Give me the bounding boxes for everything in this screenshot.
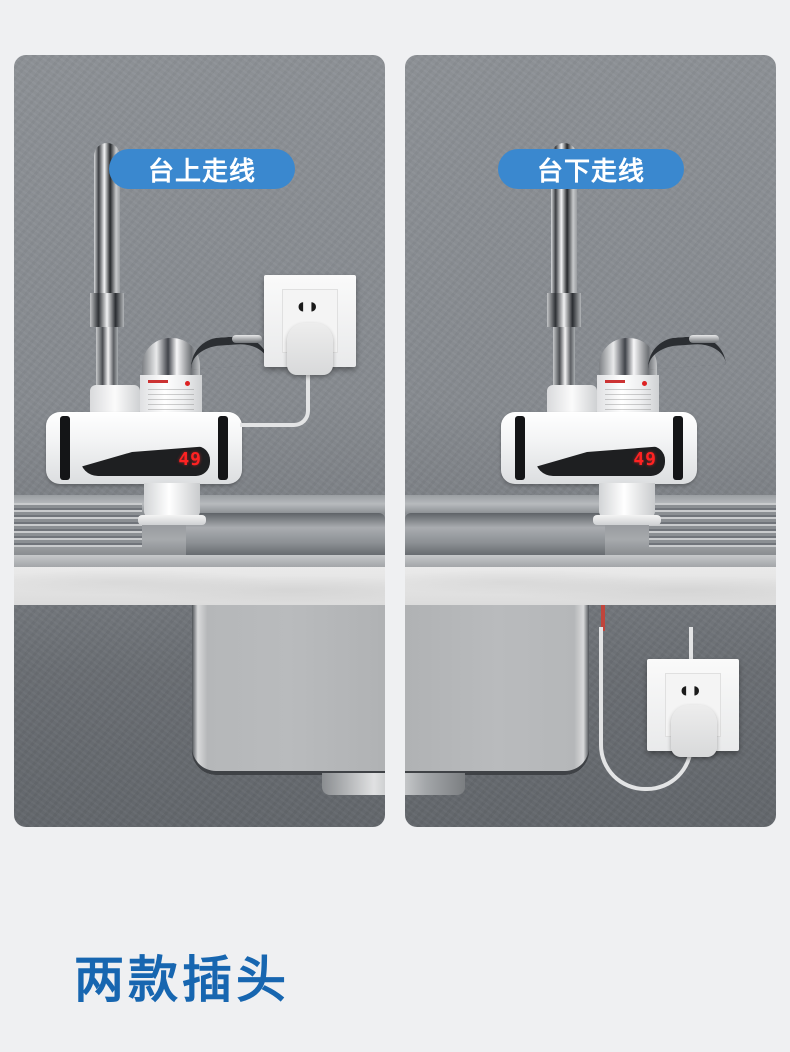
- marble-counter: [14, 567, 385, 605]
- basin-top: [186, 513, 385, 555]
- sink-bowl: [405, 605, 589, 775]
- wiring-badge-above: 台上走线: [109, 149, 295, 189]
- panel-above-counter-wiring: 49 ◖◗ 台上走线: [14, 55, 385, 827]
- heater-body: 49: [501, 412, 697, 484]
- spout-mount: [547, 385, 597, 417]
- basin-top: [405, 513, 605, 555]
- sink-rim: [405, 555, 776, 567]
- body-band-left: [515, 416, 525, 480]
- brand-mark: [148, 380, 168, 383]
- heater-body: 49: [46, 412, 242, 484]
- page-title: 两款插头: [74, 951, 290, 1009]
- heater-base: [138, 483, 206, 525]
- sink-bowl: [192, 605, 385, 775]
- drainboard-ribs: [14, 503, 142, 547]
- temperature-readout: 49: [178, 449, 202, 470]
- panel-below-counter-wiring: 49 ◖◗ 台下走线: [405, 55, 776, 827]
- indicator-dot: [185, 381, 190, 386]
- spout-collar: [90, 293, 124, 327]
- sink-rim: [14, 555, 385, 567]
- cable-red-sleeve: [601, 605, 605, 631]
- body-band-right: [218, 416, 228, 480]
- sink-drain: [322, 773, 385, 795]
- body-band-left: [60, 416, 70, 480]
- socket-holes-icon: ◖◗: [681, 683, 706, 697]
- brand-mark: [605, 380, 625, 383]
- plug: [287, 323, 333, 375]
- drainboard-ribs: [649, 503, 776, 547]
- temperature-readout: 49: [633, 449, 657, 470]
- spout-mount: [90, 385, 140, 417]
- lever-tip: [232, 335, 262, 343]
- marble-counter: [405, 567, 776, 605]
- spout-collar: [547, 293, 581, 327]
- heater-base: [593, 483, 661, 525]
- indicator-dot: [642, 381, 647, 386]
- body-band-right: [673, 416, 683, 480]
- power-cable: [240, 367, 310, 427]
- plug: [671, 705, 717, 757]
- lever-tip: [689, 335, 719, 343]
- sink-drain: [405, 773, 465, 795]
- spout-neck: [96, 327, 118, 385]
- spout-neck: [553, 327, 575, 385]
- socket-holes-icon: ◖◗: [298, 299, 323, 313]
- wiring-badge-below: 台下走线: [498, 149, 684, 189]
